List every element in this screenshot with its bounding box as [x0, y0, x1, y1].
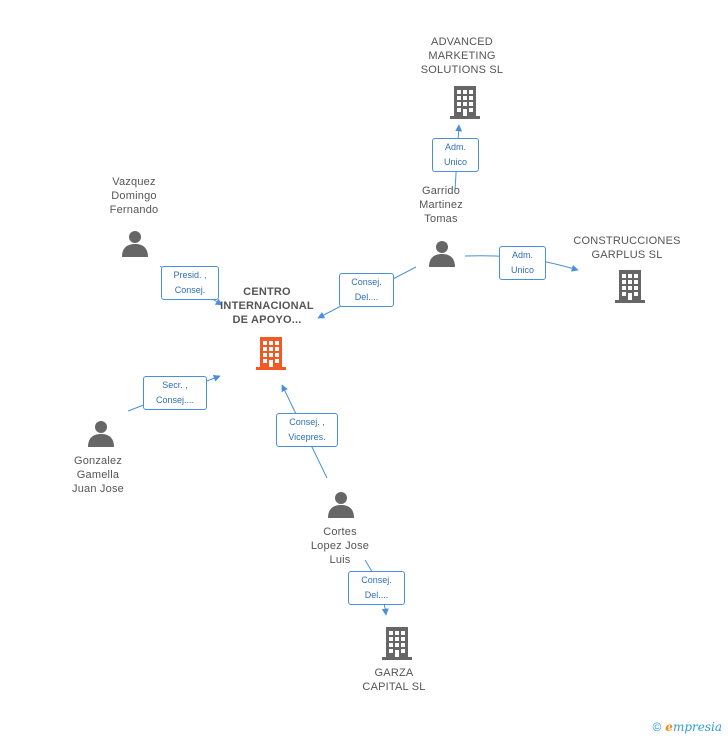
person-label-garrido[interactable]: Garrido Martinez Tomas [419, 185, 463, 225]
building-icon[interactable] [254, 335, 288, 371]
building-icon[interactable] [448, 84, 482, 120]
role-cortes-centro[interactable]: Consej. , Vicepres. [276, 413, 338, 447]
role-garrido-construcciones[interactable]: Adm. Unico [499, 246, 546, 280]
brand-footer: © empresia [652, 720, 722, 734]
copyright-symbol: © [652, 720, 662, 734]
role-cortes-garza[interactable]: Consej. Del.... [348, 571, 405, 605]
person-icon[interactable] [327, 490, 355, 518]
brand-logo[interactable]: empresia [665, 720, 722, 734]
person-label-cortes[interactable]: Cortes Lopez Jose Luis [310, 526, 370, 566]
person-icon[interactable] [121, 229, 149, 257]
company-label-garza[interactable]: GARZA CAPITAL SL [362, 667, 426, 693]
role-vazquez-centro[interactable]: Presid. , Consej. [161, 266, 219, 300]
person-icon[interactable] [87, 419, 115, 447]
person-label-vazquez[interactable]: Vazquez Domingo Fernando [109, 176, 159, 216]
company-label-construcciones[interactable]: CONSTRUCCIONES GARPLUS SL [573, 235, 681, 261]
role-gonzalez-centro[interactable]: Secr. , Consej.... [143, 376, 207, 410]
company-label-advanced[interactable]: ADVANCED MARKETING SOLUTIONS SL [420, 36, 504, 76]
building-icon[interactable] [613, 268, 647, 304]
role-garrido-centro[interactable]: Consej. Del.... [339, 273, 394, 307]
person-label-gonzalez[interactable]: Gonzalez Gamella Juan Jose [72, 455, 124, 495]
role-garrido-advanced[interactable]: Adm. Unico [432, 138, 479, 172]
building-icon[interactable] [380, 625, 414, 661]
person-icon[interactable] [428, 239, 456, 267]
company-label-centro[interactable]: CENTRO INTERNACIONAL DE APOYO... [220, 286, 314, 326]
